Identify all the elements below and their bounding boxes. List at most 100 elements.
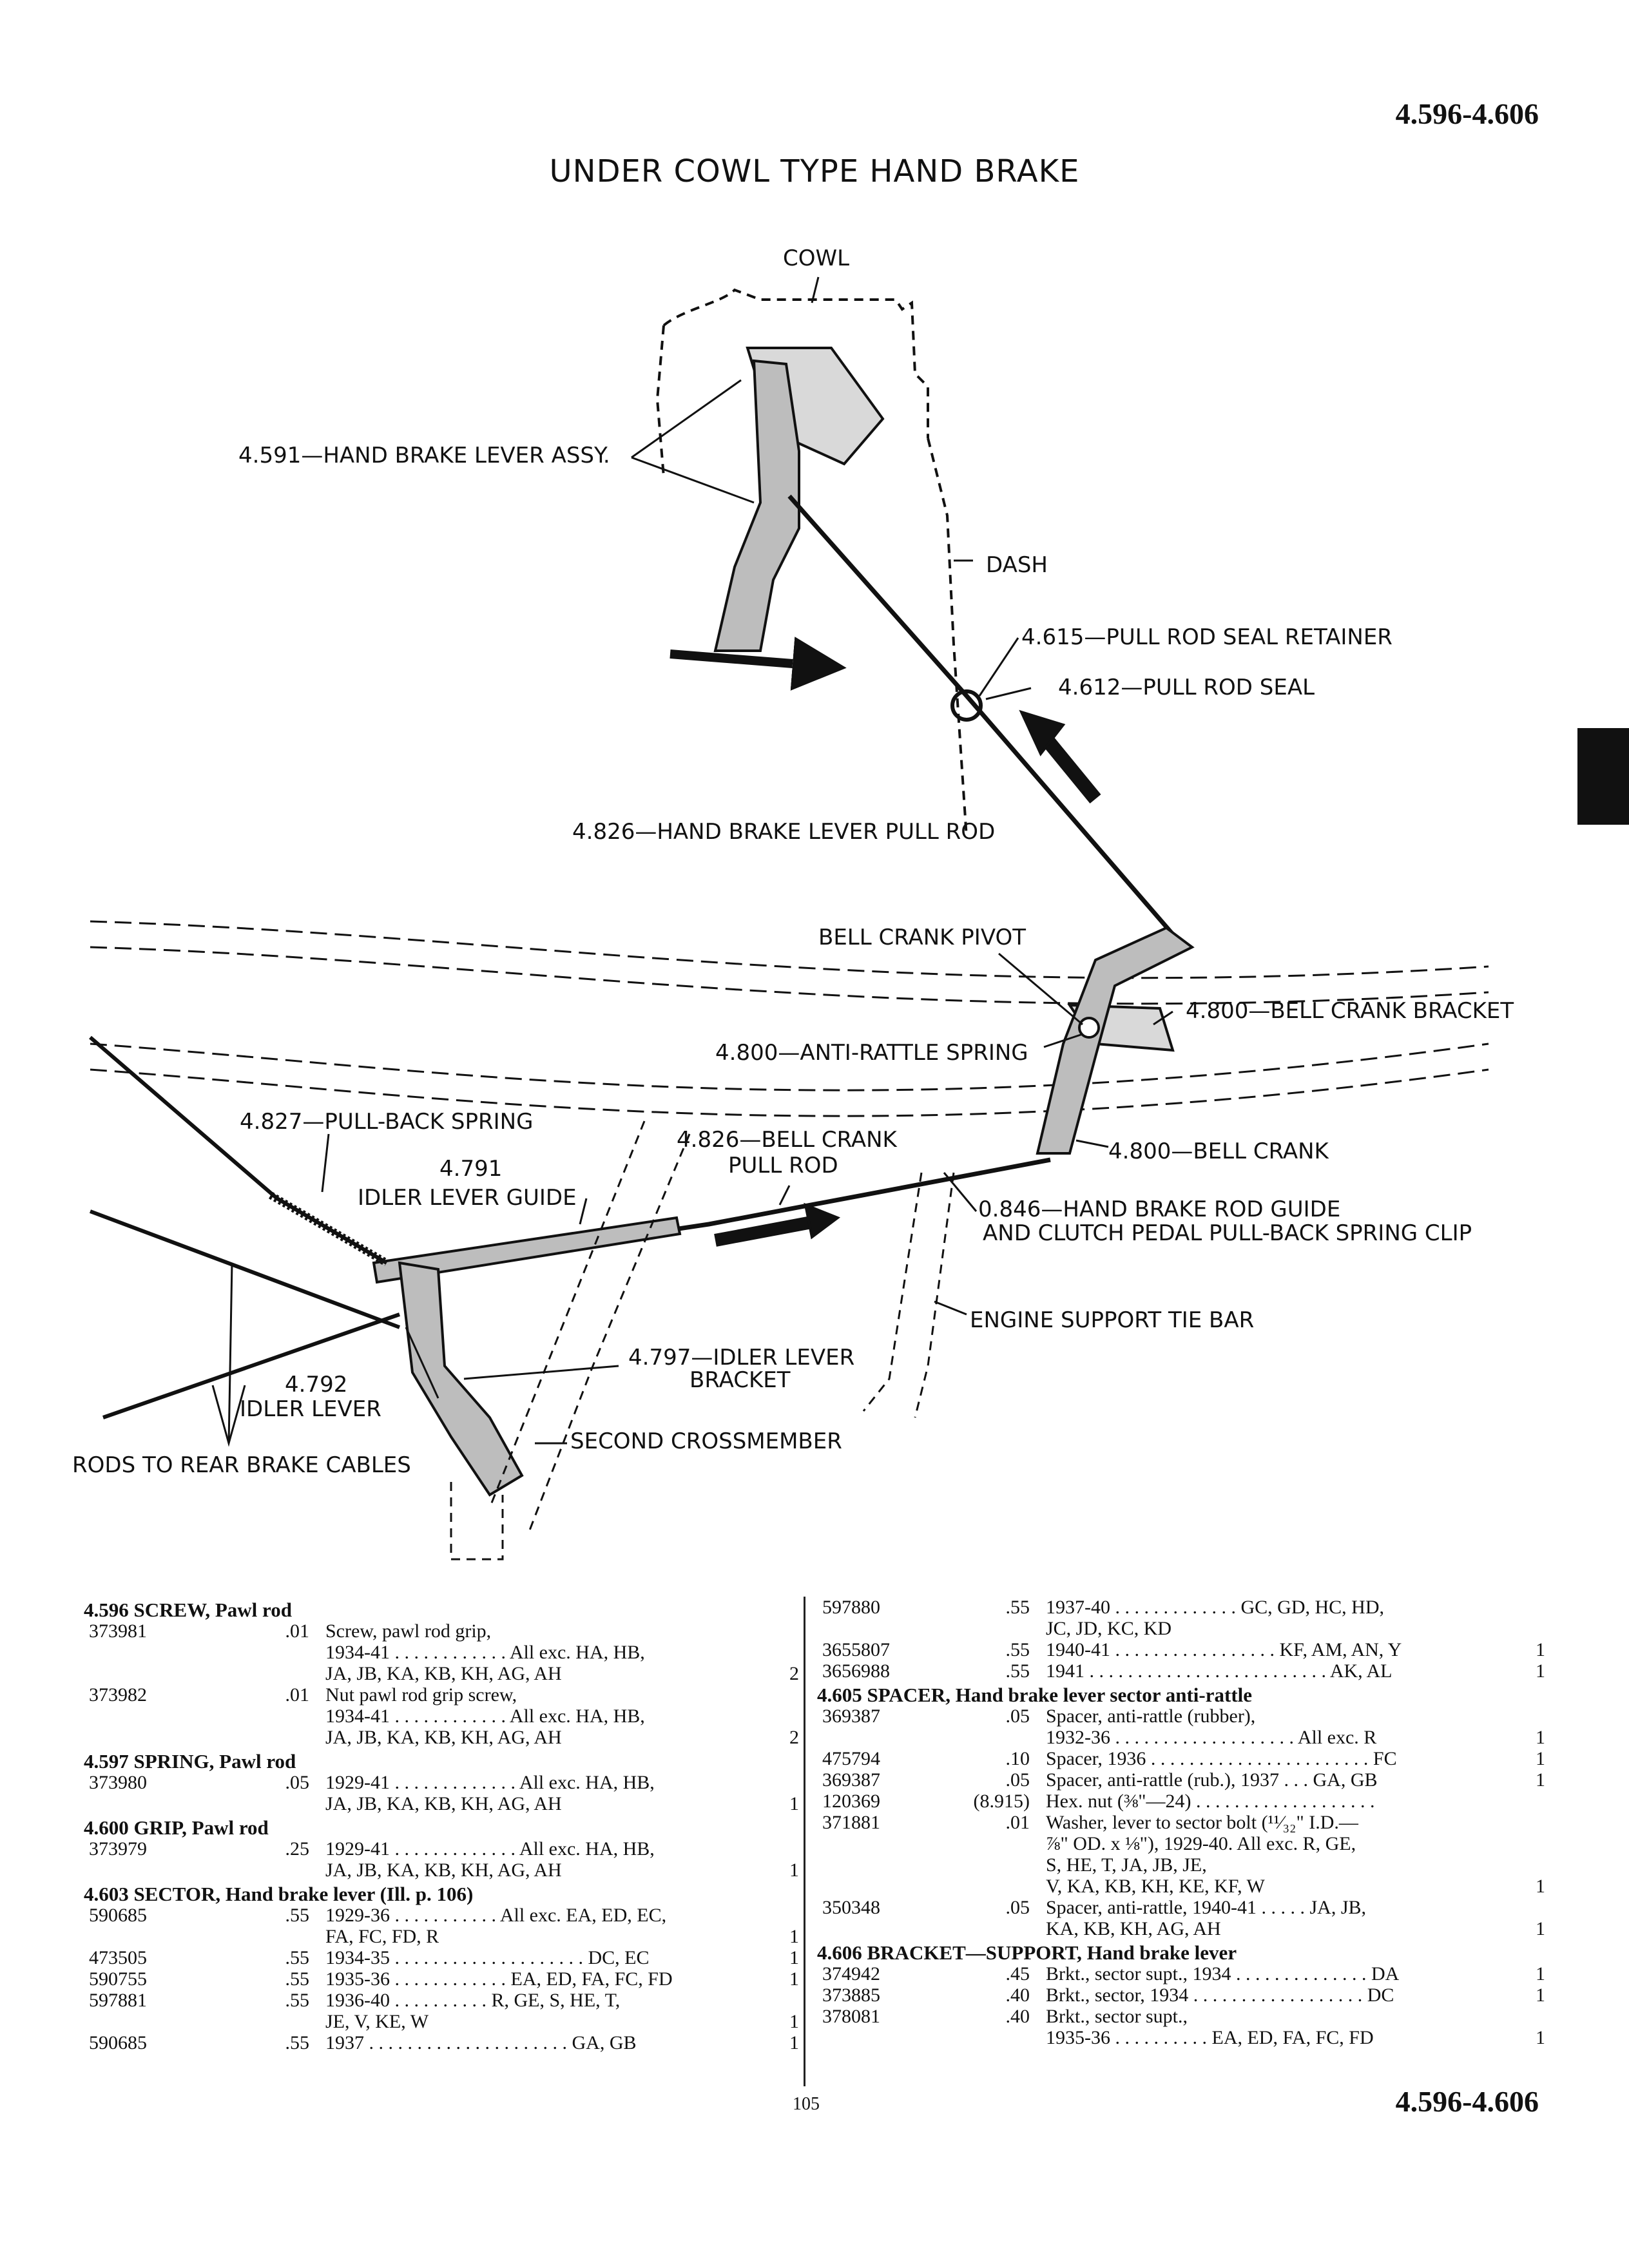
price: .55 — [285, 1990, 310, 2011]
price: .55 — [1005, 1597, 1030, 1618]
price: .05 — [285, 1772, 310, 1793]
description: Spacer, anti-rattle (rub.), 1937 . . . G… — [1046, 1769, 1378, 1791]
label-pull-rod: 4.826—HAND BRAKE LEVER PULL ROD — [572, 819, 995, 845]
rods-to-rear — [89, 1209, 401, 1329]
page-range-bottom: 4.596-4.606 — [1395, 2085, 1539, 2118]
description: JA, JB, KA, KB, KH, AG, AH — [325, 1663, 562, 1684]
part-number: 371881 — [822, 1812, 880, 1833]
label-bell-crank-bracket: 4.800—BELL CRANK BRACKET — [1186, 998, 1514, 1024]
pull-rod — [787, 494, 1175, 936]
description: 1934-41 . . . . . . . . . . . . All exc.… — [325, 1642, 645, 1663]
label-bell-crank-pull-rod-1: 4.826—BELL CRANK — [677, 1127, 898, 1153]
price: .40 — [1005, 2006, 1030, 2027]
description: 1935-36 . . . . . . . . . . EA, ED, FA, … — [1046, 2027, 1374, 2048]
price: .01 — [285, 1684, 310, 1706]
label-idler-bracket-1: 4.797—IDLER LEVER — [628, 1345, 854, 1370]
description: Brkt., sector supt., — [1046, 2006, 1188, 2027]
price: .01 — [1005, 1812, 1030, 1833]
label-idler-lever-1: 4.792 — [285, 1372, 347, 1398]
parts-row: JA, JB, KA, KB, KH, AG, AH 2 — [84, 1663, 799, 1684]
label-lever-assy: 4.591—HAND BRAKE LEVER ASSY. — [238, 443, 610, 468]
quantity: 1 — [1536, 1984, 1545, 2006]
part-number: 597880 — [822, 1597, 880, 1618]
idler-lever — [398, 1261, 524, 1497]
part-number: 373982 — [89, 1684, 147, 1706]
part-number: 590685 — [89, 1905, 147, 1926]
engine-support-tie-bar — [862, 1172, 955, 1418]
quantity: 1 — [1536, 1748, 1545, 1769]
page-title: UNDER COWL TYPE HAND BRAKE — [549, 153, 1080, 189]
description: 1937-40 . . . . . . . . . . . . . GC, GD… — [1046, 1597, 1384, 1618]
parts-row: 1935-36 . . . . . . . . . . EA, ED, FA, … — [817, 2027, 1545, 2048]
label-idler-guide-2: IDLER LEVER GUIDE — [358, 1185, 577, 1211]
description: 1934-41 . . . . . . . . . . . . All exc.… — [325, 1706, 645, 1727]
quantity: 1 — [789, 1793, 799, 1814]
label-rods-to-rear: RODS TO REAR BRAKE CABLES — [72, 1452, 411, 1478]
parts-row: KA, KB, KH, AG, AH 1 — [817, 1918, 1545, 1939]
section-heading: 4.603 SECTOR, Hand brake lever (Ill. p. … — [84, 1883, 474, 1905]
price: .40 — [1005, 1984, 1030, 2006]
part-number: 378081 — [822, 2006, 880, 2027]
parts-row: 378081 .40 Brkt., sector supt., — [817, 2006, 1545, 2027]
part-number: 590755 — [89, 1968, 147, 1990]
quantity: 1 — [789, 1947, 799, 1968]
quantity: 1 — [1536, 1727, 1545, 1748]
parts-row: ⅞" OD. x ⅛"), 1929-40. All exc. R, GE, — [817, 1833, 1545, 1854]
quantity: 1 — [1536, 1918, 1545, 1939]
parts-row: JC, JD, KC, KD — [817, 1618, 1545, 1639]
description: 1929-41 . . . . . . . . . . . . . All ex… — [325, 1838, 655, 1860]
section-heading: 4.597 SPRING, Pawl rod — [84, 1750, 296, 1773]
quantity: 1 — [1536, 1639, 1545, 1660]
description: S, HE, T, JA, JB, JE, — [1046, 1854, 1207, 1876]
parts-row: S, HE, T, JA, JB, JE, — [817, 1854, 1545, 1876]
label-seal-retainer: 4.615—PULL ROD SEAL RETAINER — [1021, 624, 1393, 650]
description: JA, JB, KA, KB, KH, AG, AH — [325, 1727, 562, 1748]
parts-row: 1934-41 . . . . . . . . . . . . All exc.… — [84, 1642, 799, 1663]
price: .05 — [1005, 1706, 1030, 1727]
price: (8.915) — [973, 1791, 1030, 1812]
part-number: 373885 — [822, 1984, 880, 2006]
description: Spacer, anti-rattle, 1940-41 . . . . . J… — [1046, 1897, 1367, 1918]
quantity: 2 — [789, 1663, 799, 1684]
price: .55 — [285, 2032, 310, 2053]
price: .55 — [285, 1968, 310, 1990]
quantity: 1 — [789, 1926, 799, 1947]
description: V, KA, KB, KH, KE, KF, W — [1046, 1876, 1265, 1897]
description: FA, FC, FD, R — [325, 1926, 439, 1947]
quantity: 1 — [789, 2011, 799, 2032]
description: Hex. nut (⅜"—24) . . . . . . . . . . . .… — [1046, 1791, 1375, 1812]
cowl-outline — [662, 288, 929, 438]
label-bell-crank-pivot: BELL CRANK PIVOT — [818, 925, 1026, 950]
section-heading: 4.606 BRACKET—SUPPORT, Hand brake lever — [817, 1941, 1237, 1964]
quantity: 1 — [1536, 2027, 1545, 2048]
part-number: 3656988 — [822, 1660, 890, 1682]
description: ⅞" OD. x ⅛"), 1929-40. All exc. R, GE, — [1046, 1833, 1356, 1854]
part-number: 369387 — [822, 1706, 880, 1727]
parts-row: 371881 .01 Washer, lever to sector bolt (¹… — [817, 1812, 1545, 1833]
label-dash: DASH — [986, 552, 1048, 578]
quantity: 1 — [1536, 1769, 1545, 1791]
label-seal: 4.612—PULL ROD SEAL — [1058, 675, 1315, 700]
pull-rod-seal — [950, 689, 983, 722]
description: Spacer, anti-rattle (rubber), — [1046, 1706, 1256, 1727]
description: KA, KB, KH, AG, AH — [1046, 1918, 1221, 1939]
price: .05 — [1005, 1897, 1030, 1918]
description: Washer, lever to sector bolt (¹¹⁄₃₂" I.D… — [1046, 1812, 1358, 1833]
label-engine-tie-bar: ENGINE SUPPORT TIE BAR — [970, 1307, 1254, 1333]
